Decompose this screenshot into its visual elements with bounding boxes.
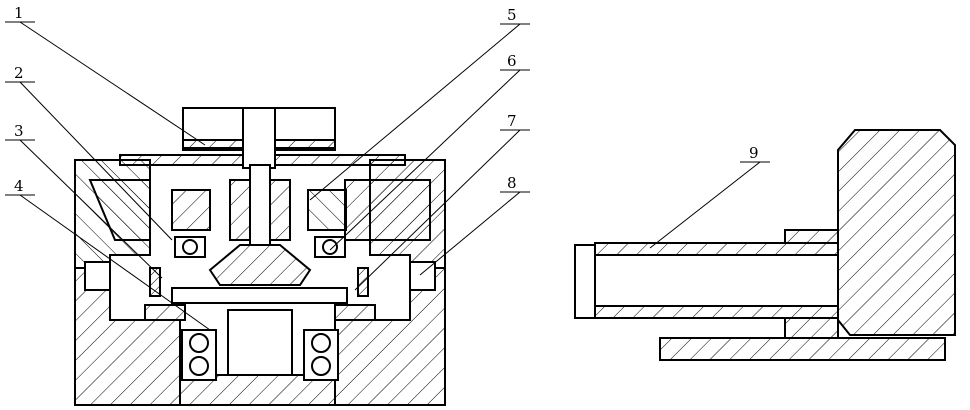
washer-left [145, 305, 185, 320]
wedge-left [172, 190, 210, 230]
label-6: 6 [507, 52, 517, 70]
bearing-lower-right [304, 330, 338, 380]
base-plate [660, 338, 945, 360]
shaft-top [243, 108, 275, 168]
tube-bottom-wall [595, 306, 838, 318]
shaft [250, 165, 270, 245]
disc [172, 288, 347, 303]
label-2: 2 [14, 64, 24, 82]
label-4: 4 [14, 177, 24, 195]
part-6-block [345, 180, 430, 240]
bearing-upper-left [175, 237, 205, 257]
bearing-lower-left [182, 330, 216, 380]
cone [210, 245, 310, 285]
tube-top-wall [595, 243, 838, 255]
tube-bore [595, 255, 838, 306]
label-9: 9 [749, 144, 759, 162]
label-8: 8 [507, 174, 517, 192]
washer-right [335, 305, 375, 320]
step-bottom [785, 318, 838, 338]
pin-left [85, 262, 110, 290]
right-assembly [575, 130, 955, 360]
lower-shaft [228, 310, 292, 375]
wedge-right [308, 190, 346, 230]
tube-end-cap [575, 245, 595, 318]
step-top [785, 230, 838, 243]
seal-left [150, 268, 160, 296]
label-7: 7 [507, 112, 517, 130]
label-5: 5 [507, 6, 517, 24]
label-1: 1 [14, 4, 24, 22]
label-3: 3 [14, 122, 24, 140]
end-block [838, 130, 955, 335]
